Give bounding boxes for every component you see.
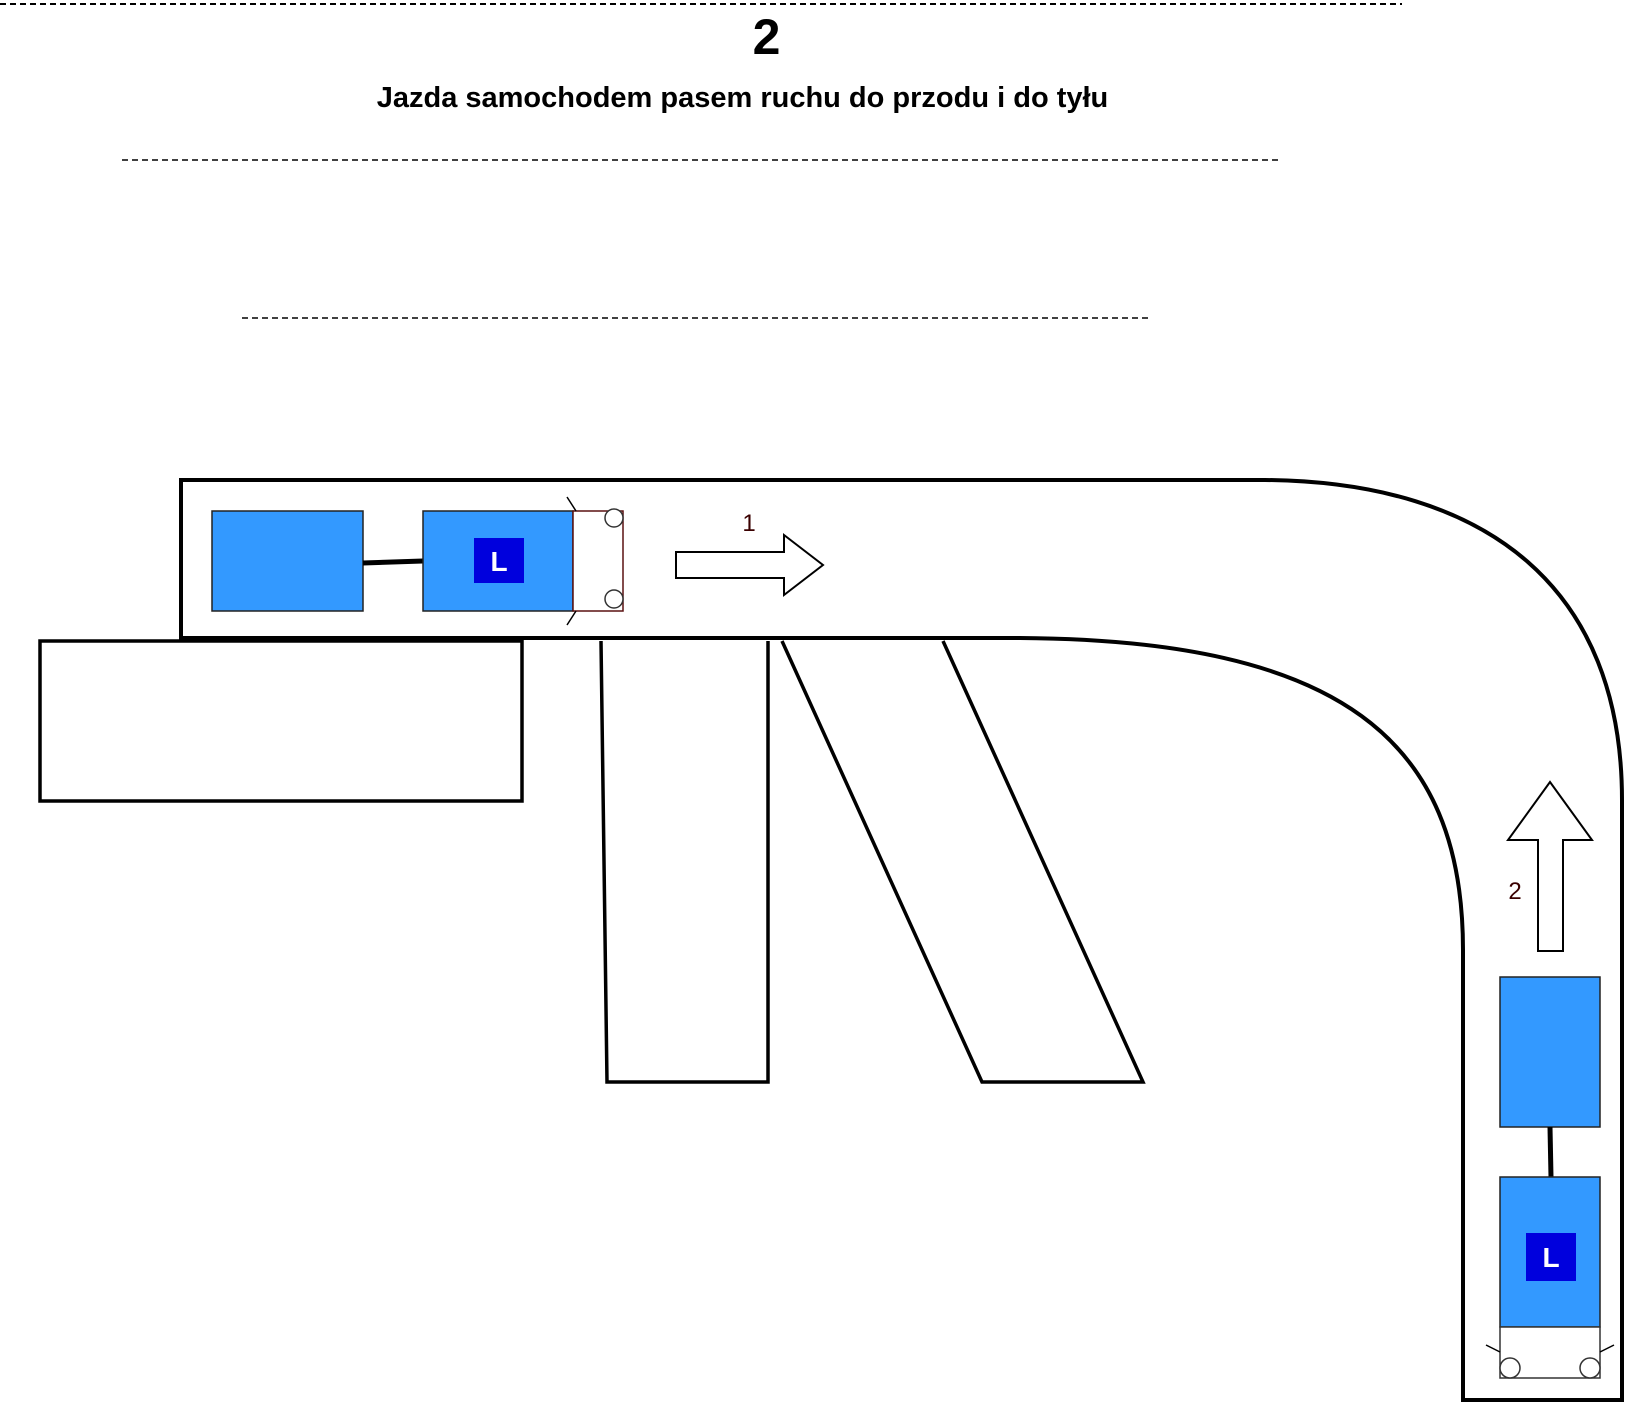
car-mirror [1485, 1344, 1501, 1353]
car-mirror [566, 496, 577, 512]
page-number: 2 [752, 9, 781, 65]
tow-bar [362, 558, 424, 566]
learner-plate [1526, 1233, 1576, 1281]
learner-plate [474, 538, 524, 583]
step-label-1: 1 [742, 510, 755, 537]
parking-bay-straight [599, 640, 770, 1084]
lane-outer-edge [179, 478, 1624, 1402]
vehicle-set-position-1: L [211, 496, 624, 626]
page-title: Jazda samochodem pasem ruchu do przodu i… [376, 82, 1109, 114]
trailer [211, 510, 364, 612]
learner-plate-letter: L [490, 546, 507, 577]
building-block [38, 639, 524, 803]
step-label-2: 2 [1508, 878, 1521, 905]
car-wheel [604, 589, 624, 609]
tow-bar [1547, 1126, 1554, 1178]
car-mirror [566, 610, 577, 626]
car-wheel [604, 508, 624, 528]
car-wheel [1579, 1357, 1601, 1379]
trailer [1499, 976, 1601, 1128]
vehicle-set-position-2: L [1485, 976, 1615, 1379]
car-mirror [1599, 1344, 1615, 1353]
parking-bay-angled [780, 640, 1146, 1084]
learner-plate-letter: L [1542, 1242, 1559, 1273]
arrow-right-icon [675, 532, 825, 598]
arrow-up-icon [1506, 780, 1594, 952]
car-wheel [1499, 1357, 1521, 1379]
